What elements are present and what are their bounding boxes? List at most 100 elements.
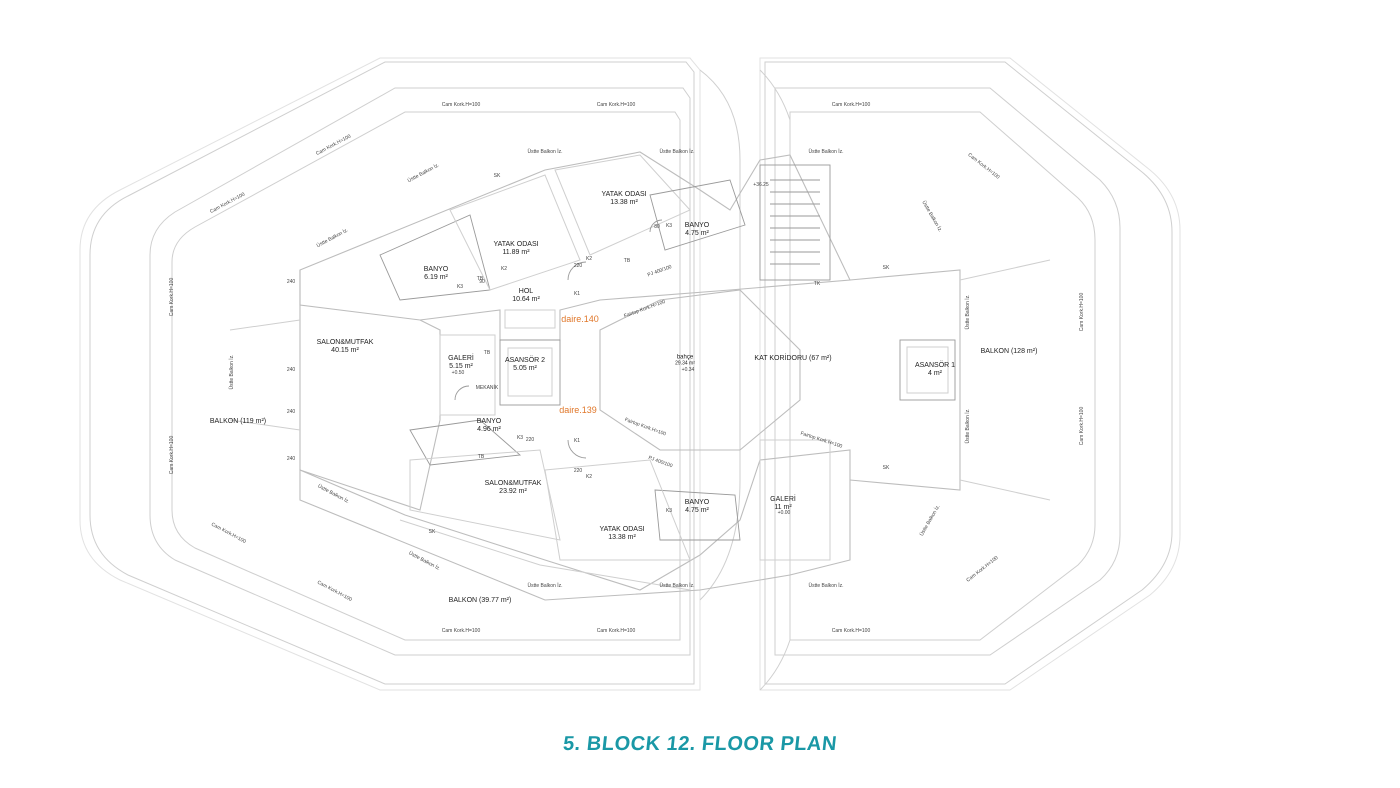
- code-sk-2: SK: [882, 465, 890, 472]
- stair-treads: [770, 179, 820, 265]
- code-sk-4: SK: [493, 173, 501, 180]
- note-ustte-2: Üstte Balkon İz.: [659, 149, 695, 156]
- room-name: GALERİ: [770, 495, 796, 503]
- room-balkon-128: BALKON (128 m²): [981, 348, 1038, 356]
- center-divider-left: [699, 69, 741, 601]
- room-name: GALERİ: [448, 354, 474, 362]
- room-area: 13.38 m²: [610, 199, 638, 206]
- room-area: 11 m²: [774, 504, 792, 511]
- note-ustte-13: Üstte Balkon İz.: [965, 408, 972, 444]
- room-name: BALKON (39.77 m²): [448, 596, 512, 604]
- room-name: BANYO: [684, 498, 710, 506]
- door-swing-1: [567, 261, 587, 281]
- unit-tag-139: daire.139: [559, 404, 597, 415]
- left-balcony-split: [229, 319, 301, 431]
- unit-140-bedroom-a: [449, 174, 581, 291]
- unit-tag-140: daire.140: [561, 313, 599, 324]
- gallery-2: [759, 439, 831, 561]
- dim-240-2: 240: [286, 367, 296, 374]
- code-k1-top: K1: [573, 291, 581, 298]
- unit-139-walls: [299, 449, 851, 601]
- room-name: KAT KORİDORU (67 m²): [754, 354, 832, 362]
- note-ustte-6: Üstte Balkon İz.: [808, 583, 844, 590]
- room-name: BALKON (119 m²): [209, 417, 267, 425]
- corridor-right: [849, 269, 961, 491]
- elevator-1: [899, 339, 956, 401]
- shaft-top: [504, 309, 556, 329]
- gallery-1: [439, 334, 496, 416]
- code-k2-top: K2: [500, 266, 508, 273]
- stair-core: [759, 164, 831, 281]
- elevator-1-inner: [906, 346, 949, 394]
- code-k1-bottom: K1: [573, 438, 581, 445]
- room-area: 6.19 m²: [424, 274, 448, 281]
- code-tk: TK: [813, 281, 821, 288]
- outer-boundary-left: [89, 61, 695, 685]
- elevator-2: [499, 339, 561, 406]
- unit-139-bedroom: [544, 459, 691, 561]
- elevation-galeri-1: +0.50: [451, 370, 465, 377]
- code-tb-4: TB: [623, 258, 631, 265]
- dim-240-3: 240: [286, 409, 296, 416]
- note-ustte-4: Üstte Balkon İz.: [527, 583, 563, 590]
- balcony-rail-right: [789, 111, 1096, 641]
- dim-240-1: 240: [286, 279, 296, 286]
- unit-139-bath: [409, 419, 522, 466]
- balcony-rail-left: [171, 111, 681, 641]
- room-name: BANYO: [684, 221, 710, 229]
- room-balkon-39: BALKON (39.77 m²): [449, 597, 512, 605]
- outer-envelope-left: [79, 57, 701, 691]
- note-ustte-3: Üstte Balkon İz.: [808, 149, 844, 156]
- note-cam-kork-11: Cam Kork.H=100: [169, 277, 176, 317]
- code-sk-1: SK: [882, 265, 890, 272]
- elevation-bahce: +0.34: [681, 367, 695, 374]
- room-name: SALON&MUTFAK: [484, 479, 542, 487]
- note-ustte-11: Üstte Balkon İz.: [229, 354, 236, 390]
- door-swing-2: [567, 439, 587, 459]
- room-name: BALKON (128 m²): [980, 347, 1038, 355]
- room-area: 13.38 m²: [608, 534, 636, 541]
- room-name: SALON&MUTFAK: [316, 338, 374, 346]
- dim-90-1: 90: [479, 279, 485, 286]
- outer-envelope-right: [759, 57, 1181, 691]
- room-area: 4.75 m²: [685, 507, 709, 514]
- room-balkon-119: BALKON (119 m²): [210, 418, 266, 426]
- room-area: 29.34 m²: [675, 360, 695, 367]
- room-name: BANYO: [476, 417, 502, 425]
- code-k3-bottom: K3: [665, 508, 673, 515]
- balcony-edge-right: [774, 87, 1121, 656]
- room-area: 10.64 m²: [512, 296, 540, 303]
- code-sk-3: SK: [428, 529, 436, 536]
- code-tb-1: TB: [476, 276, 484, 283]
- room-area: 40.15 m²: [331, 347, 359, 354]
- label-mekanik: MEKANİK: [475, 385, 499, 392]
- note-ustte-5: Üstte Balkon İz.: [659, 583, 695, 590]
- elevation-stair: +36.25: [753, 182, 769, 189]
- elevator-2-inner: [507, 347, 553, 397]
- door-swing-3: [454, 385, 470, 401]
- room-name: HOL: [518, 287, 534, 295]
- unit-140-walls: [299, 151, 851, 341]
- living-room-left-wall: [299, 270, 441, 511]
- note-ustte-1: Üstte Balkon İz.: [527, 149, 563, 156]
- code-k2-bottom: K2: [585, 474, 593, 481]
- room-name: bahçe: [676, 354, 694, 361]
- garden-polygon: [599, 289, 801, 451]
- elevation-galeri-2: +0.00: [777, 510, 791, 517]
- center-divider-right: [759, 69, 791, 691]
- room-area: 4.75 m²: [685, 230, 709, 237]
- room-name: YATAK ODASI: [601, 190, 647, 198]
